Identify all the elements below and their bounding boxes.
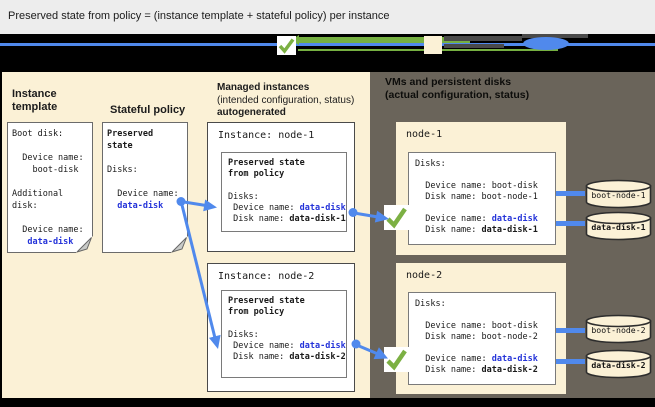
applied-checkmark-icon-node-1 bbox=[384, 205, 409, 230]
diagram-title: Preserved state from policy = (instance … bbox=[8, 10, 390, 22]
vm-node-1-disks-box: Disks: Device name: boot-disk Disk name:… bbox=[408, 152, 556, 245]
preserved-state-node-2-device-line: Device name: data-disk bbox=[228, 341, 346, 352]
vms-heading-bold: VMs and persistent disks bbox=[385, 76, 512, 88]
vm-node-2-device-line: Device name: data-disk bbox=[415, 354, 538, 364]
preserved-state-node-2-disks: Disks: bbox=[228, 329, 259, 340]
disk-connector bbox=[556, 328, 585, 333]
disk-label: boot-node-2 bbox=[591, 325, 646, 335]
stateful-policy-data-disk: data-disk bbox=[107, 201, 164, 211]
legend-vm-bar-3 bbox=[522, 34, 588, 38]
legend-vm-bar bbox=[444, 36, 522, 41]
preserved-state-node-2-box: Preserved state from policy Disks: Devic… bbox=[221, 290, 347, 378]
disk-label: data-disk-1 bbox=[591, 222, 646, 232]
instance-template-heading: Instance template bbox=[12, 88, 58, 113]
disk-connector bbox=[556, 191, 585, 196]
vm-node-2-disks-box: Disks: Device name: boot-disk Disk name:… bbox=[408, 292, 556, 385]
page-fold-icon bbox=[171, 236, 188, 253]
disk-connector bbox=[556, 221, 585, 226]
vms-heading: VMs and persistent disks (actual configu… bbox=[385, 76, 529, 101]
instance-template-text: Boot disk: Device name: boot-disk Additi… bbox=[12, 129, 84, 235]
vm-node-1-device-line: Device name: data-disk bbox=[415, 214, 538, 224]
instance-template-doc: Boot disk: Device name: boot-disk Additi… bbox=[7, 122, 93, 253]
preserved-state-title: Preserved state bbox=[107, 129, 154, 151]
disk-cylinder-data-disk-2: data-disk-2 bbox=[585, 349, 652, 379]
instance-node-1-title: Instance: node-1 bbox=[218, 130, 315, 141]
disk-label: boot-node-1 bbox=[591, 190, 646, 200]
legend-disk-icon bbox=[523, 37, 569, 50]
vms-heading-sub: (actual configuration, status) bbox=[385, 88, 530, 101]
managed-instances-heading-bold: Managed instances bbox=[217, 82, 310, 93]
applied-checkmark-icon-node-2 bbox=[384, 347, 409, 372]
disk-label: data-disk-2 bbox=[591, 360, 646, 370]
footer-band bbox=[0, 398, 655, 407]
vm-node-2-title: node-2 bbox=[406, 270, 443, 281]
instance-node-2-title: Instance: node-2 bbox=[218, 271, 315, 282]
vm-node-1-boot-lines: Disks: Device name: boot-disk Disk name:… bbox=[415, 159, 538, 202]
vm-node-2-disk-line: Disk name: data-disk-2 bbox=[415, 365, 538, 375]
managed-instances-heading-sub: (intended configuration, status) bbox=[217, 94, 355, 106]
preserved-state-node-1-box: Preserved state from policy Disks: Devic… bbox=[221, 152, 347, 232]
preserved-state-node-2-title: Preserved state from policy bbox=[228, 296, 305, 318]
green-arrow-bar bbox=[298, 37, 470, 43]
preserved-state-node-2-disk-line: Disk name: data-disk-2 bbox=[228, 352, 346, 363]
disk-cylinder-boot-node-1: boot-node-1 bbox=[585, 179, 652, 209]
preserved-state-node-1-disks: Disks: bbox=[228, 191, 259, 202]
title-band: Preserved state from policy = (instance … bbox=[0, 0, 655, 34]
vm-node-1-title: node-1 bbox=[406, 129, 443, 140]
stateful-policy-text: Disks: Device name: bbox=[107, 165, 179, 199]
legend-vm-bar-2 bbox=[444, 44, 504, 48]
legend-template-swatch bbox=[424, 36, 442, 54]
preserved-state-node-1-device-line: Device name: data-disk bbox=[228, 203, 346, 214]
preserved-state-node-1-title: Preserved state from policy bbox=[228, 158, 305, 180]
vm-node-2-boot-lines: Disks: Device name: boot-disk Disk name:… bbox=[415, 299, 538, 342]
preserved-state-node-1-disk-line: Disk name: data-disk-1 bbox=[228, 214, 346, 225]
disk-connector bbox=[556, 359, 585, 364]
stateful-policy-doc: Preserved state Disks: Device name: data… bbox=[102, 122, 188, 253]
page-fold-icon bbox=[76, 236, 93, 253]
disk-cylinder-boot-node-2: boot-node-2 bbox=[585, 314, 652, 344]
managed-instances-heading-autogen: autogenerated bbox=[217, 107, 286, 118]
stateful-policy-heading: Stateful policy bbox=[110, 104, 186, 116]
disk-cylinder-data-disk-1: data-disk-1 bbox=[585, 211, 652, 241]
managed-instances-heading: Managed instances (intended configuratio… bbox=[217, 82, 354, 120]
legend-band bbox=[0, 34, 655, 72]
vm-node-1-disk-line: Disk name: data-disk-1 bbox=[415, 225, 538, 235]
legend-checkmark-icon bbox=[277, 36, 296, 55]
instance-template-data-disk: data-disk bbox=[12, 237, 74, 247]
blue-reference-line bbox=[0, 43, 655, 46]
